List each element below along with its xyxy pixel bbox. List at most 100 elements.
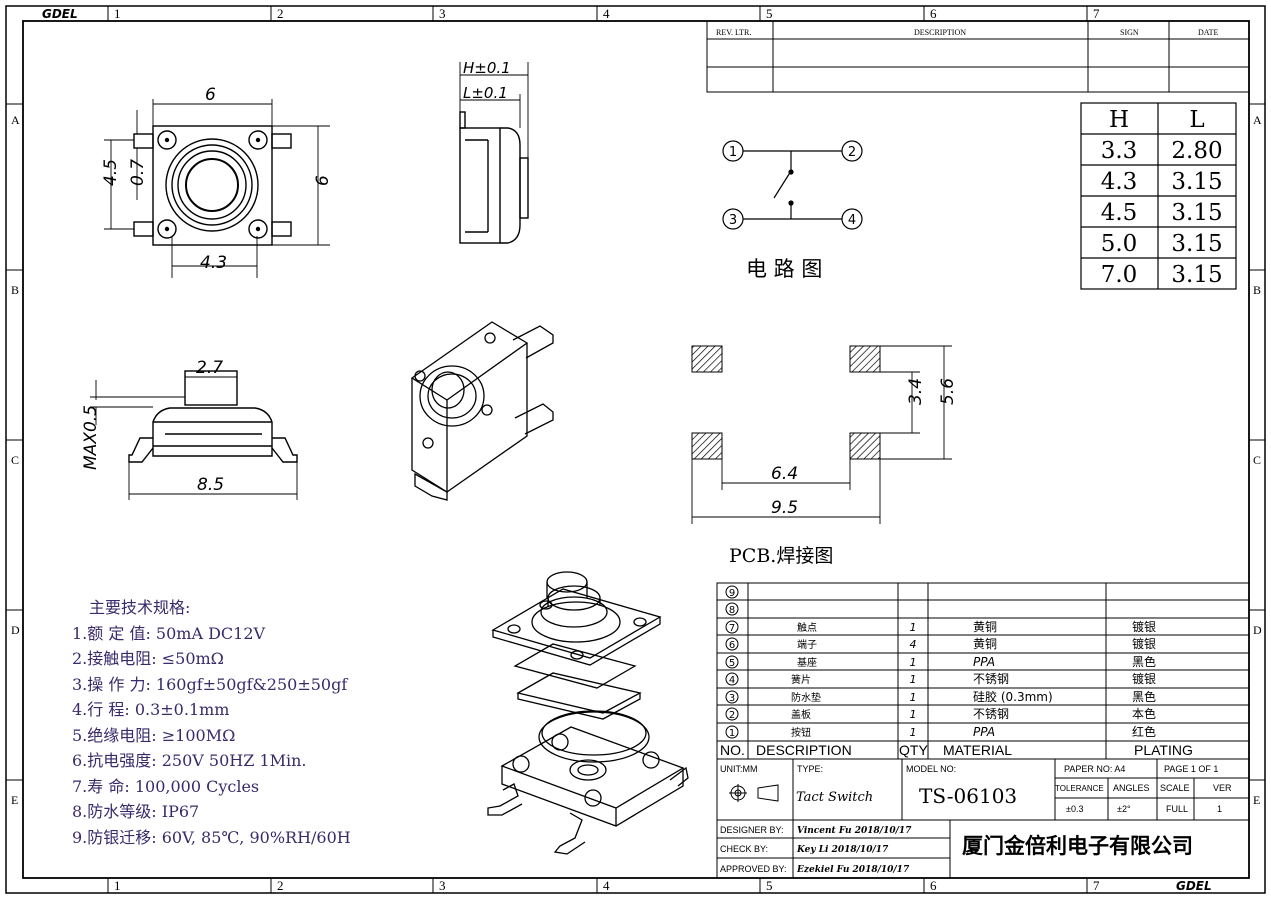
- svg-text:5: 5: [766, 878, 773, 893]
- svg-text:6: 6: [205, 85, 216, 105]
- svg-text:D: D: [11, 623, 20, 637]
- svg-text:1.额 定 值: 50mA DC12V: 1.额 定 值: 50mA DC12V: [72, 624, 266, 643]
- svg-text:7: 7: [1093, 878, 1100, 893]
- svg-text:Vincent Fu 2018/10/17: Vincent Fu 2018/10/17: [797, 826, 912, 836]
- company-name: 厦门金倍利电子有限公司: [962, 833, 1193, 858]
- svg-text:3.15: 3.15: [1171, 200, 1222, 226]
- svg-text:3: 3: [729, 693, 735, 704]
- svg-text:REV. LTR.: REV. LTR.: [716, 28, 751, 37]
- svg-text:B: B: [1253, 283, 1261, 297]
- svg-text:SIGN: SIGN: [1120, 28, 1139, 37]
- svg-text:NO.: NO.: [720, 742, 745, 758]
- svg-text:6: 6: [313, 175, 333, 186]
- svg-text:2: 2: [277, 6, 284, 21]
- svg-text:PPA: PPA: [973, 655, 995, 669]
- svg-text:主要技术规格:: 主要技术规格:: [89, 598, 190, 617]
- svg-text:L: L: [1189, 107, 1204, 133]
- svg-text:6.4: 6.4: [771, 464, 798, 484]
- svg-text:5: 5: [729, 658, 735, 669]
- svg-text:2: 2: [729, 710, 735, 721]
- svg-text:PLATING: PLATING: [1134, 742, 1193, 758]
- svg-text:镀银: 镀银: [1132, 637, 1156, 651]
- height-table-text: H L 3.3 2.80 4.3 3.15 4.5 3.15 5.0 3.15 …: [1101, 107, 1223, 288]
- top-view-dim-labels: 6 6 4.5 0.7 4.3: [101, 85, 333, 273]
- svg-text:3.3: 3.3: [1101, 138, 1138, 164]
- svg-text:FULL: FULL: [1166, 804, 1188, 814]
- svg-text:不锈钢: 不锈钢: [973, 707, 1009, 721]
- svg-text:8.5: 8.5: [197, 475, 224, 495]
- svg-text:5.0: 5.0: [1101, 231, 1138, 257]
- svg-text:DESCRIPTION: DESCRIPTION: [914, 28, 966, 37]
- svg-text:3.操 作 力: 160gf±50gf&250±50gf: 3.操 作 力: 160gf±50gf&250±50gf: [72, 675, 348, 694]
- svg-text:1: 1: [910, 708, 917, 721]
- svg-text:硅胶 (0.3mm): 硅胶 (0.3mm): [973, 689, 1053, 704]
- svg-text:2.接触电阻: ≤50mΩ: 2.接触电阻: ≤50mΩ: [72, 649, 224, 668]
- svg-text:3.15: 3.15: [1171, 231, 1222, 257]
- svg-text:簧片: 簧片: [791, 673, 811, 686]
- pcb-caption: PCB.焊接图: [729, 545, 833, 567]
- bom-row-numbers: [725, 585, 739, 739]
- svg-text:H±0.1: H±0.1: [463, 59, 511, 77]
- svg-text:MATERIAL: MATERIAL: [943, 742, 1012, 758]
- svg-text:3.4: 3.4: [906, 378, 926, 405]
- svg-text:7.寿 命: 100,000 Cycles: 7.寿 命: 100,000 Cycles: [72, 777, 259, 796]
- svg-text:UNIT:MM: UNIT:MM: [720, 764, 758, 774]
- bom-materials: 黄铜 黄铜 PPA 不锈钢 硅胶 (0.3mm) 不锈钢 PPA: [973, 619, 1053, 739]
- revision-block: [706, 20, 1250, 93]
- frame-column-ticks: [6, 6, 1265, 893]
- svg-text:4.3: 4.3: [1101, 169, 1138, 195]
- svg-text:SCALE: SCALE: [1160, 783, 1190, 793]
- svg-text:端子: 端子: [797, 638, 817, 651]
- svg-text:9.5: 9.5: [771, 498, 798, 518]
- front-view-dim-labels: 2.7 8.5 MAX0.5: [81, 358, 224, 495]
- svg-text:CHECK BY:: CHECK BY:: [720, 844, 768, 854]
- svg-text:触点: 触点: [797, 621, 817, 634]
- frame-column-labels: 1 2 3 4 5 6 7 1 2 3 4 5 6 7: [114, 6, 1100, 893]
- svg-text:C: C: [1253, 453, 1261, 467]
- svg-text:H: H: [1109, 107, 1129, 133]
- svg-text:PAGE 1 OF 1: PAGE 1 OF 1: [1164, 764, 1218, 774]
- bom-descriptions: 触点 端子 基座 簧片 防水垫 盖板 按钮: [791, 621, 821, 739]
- svg-text:±2°: ±2°: [1117, 804, 1131, 814]
- svg-text:7: 7: [1093, 6, 1100, 21]
- svg-text:A: A: [11, 113, 20, 127]
- svg-text:4: 4: [848, 213, 856, 228]
- svg-text:PAPER NO: A4: PAPER NO: A4: [1064, 764, 1125, 774]
- frame-row-labels: A B C D E A B C D E: [11, 113, 1262, 807]
- svg-text:3: 3: [729, 213, 737, 228]
- svg-text:3: 3: [439, 878, 446, 893]
- svg-text:2.7: 2.7: [196, 358, 223, 378]
- side-view-dim-labels: H±0.1 L±0.1: [463, 59, 511, 102]
- bom-row-number-labels: 9 8 7 6 5 4 3 2 1: [729, 588, 735, 739]
- corner-label: GDEL: [1176, 879, 1212, 893]
- svg-text:1: 1: [114, 878, 121, 893]
- svg-text:VER: VER: [1213, 783, 1232, 793]
- svg-text:镀银: 镀银: [1132, 672, 1156, 686]
- svg-text:盖板: 盖板: [791, 708, 811, 721]
- svg-text:MODEL NO:: MODEL NO:: [906, 764, 956, 774]
- isometric-view: [410, 321, 554, 501]
- sheet-frame: [5, 5, 1266, 894]
- svg-text:7: 7: [729, 623, 735, 634]
- svg-text:镀银: 镀银: [1132, 620, 1156, 634]
- svg-text:1: 1: [1217, 804, 1222, 814]
- svg-text:按钮: 按钮: [791, 726, 811, 739]
- svg-text:基座: 基座: [797, 656, 817, 669]
- svg-text:B: B: [11, 283, 19, 297]
- svg-text:DESCRIPTION: DESCRIPTION: [756, 742, 852, 758]
- bom-platings: 镀银 镀银 黑色 镀银 黑色 本色 红色: [1132, 620, 1156, 739]
- svg-text:1: 1: [910, 621, 917, 634]
- svg-text:防水垫: 防水垫: [791, 691, 821, 704]
- svg-text:黄铜: 黄铜: [973, 619, 997, 634]
- front-view: [128, 370, 298, 463]
- pcb-dim-labels: 3.4 5.6 6.4 9.5: [771, 378, 958, 518]
- svg-text:3.15: 3.15: [1171, 169, 1222, 195]
- svg-text:2: 2: [277, 878, 284, 893]
- svg-text:4.5: 4.5: [101, 159, 121, 186]
- svg-text:本色: 本色: [1132, 707, 1156, 721]
- bom-quantities: 1 4 1 1 1 1 1: [910, 621, 917, 739]
- svg-text:1: 1: [910, 673, 917, 686]
- svg-text:Ezekiel Fu 2018/10/17: Ezekiel Fu 2018/10/17: [796, 865, 910, 875]
- height-table: [1080, 102, 1237, 290]
